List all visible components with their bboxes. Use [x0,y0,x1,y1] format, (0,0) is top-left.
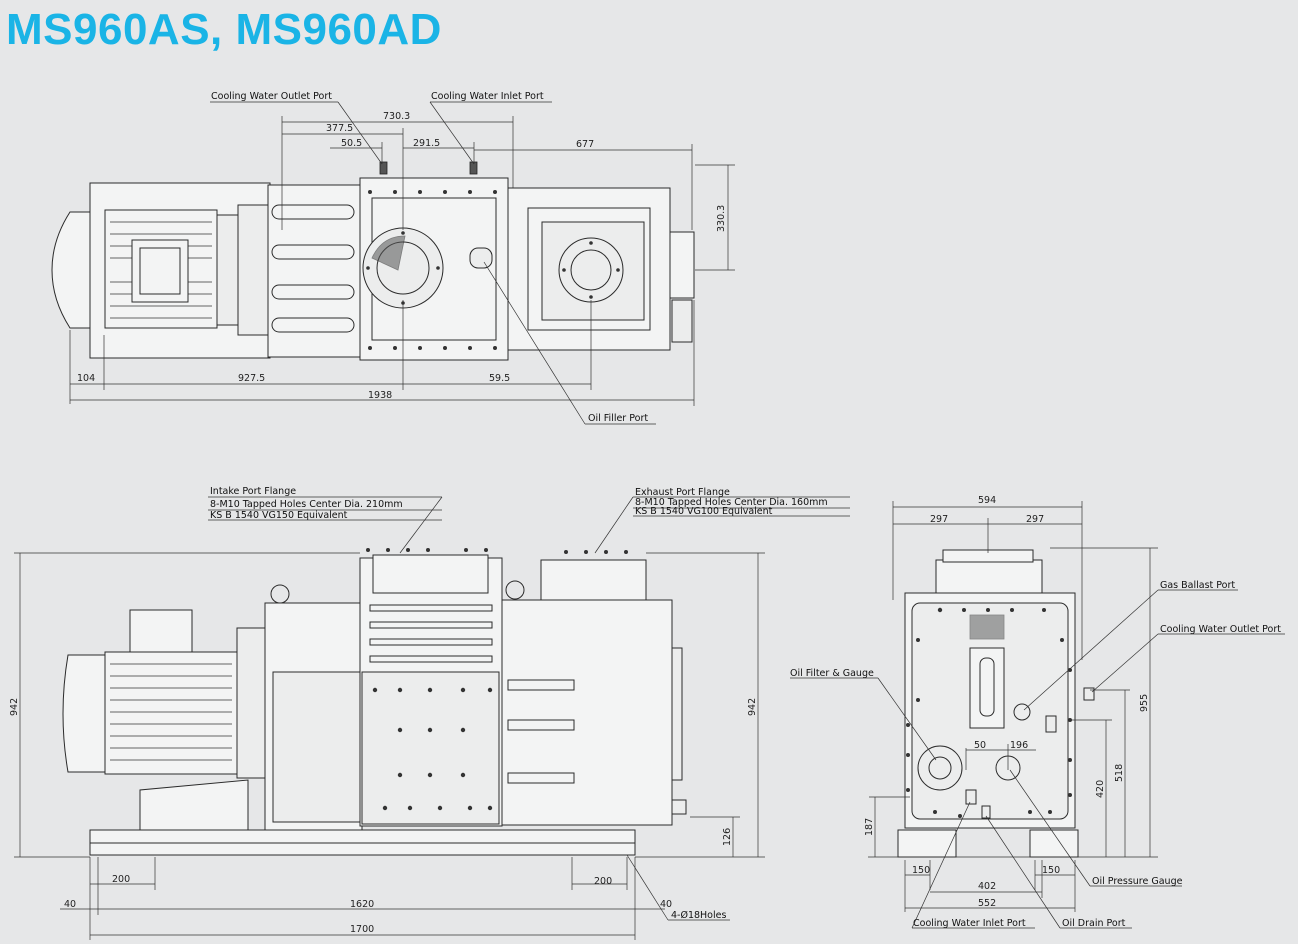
side-view: Intake Port Flange 8-M10 Tapped Holes Ce… [9,486,850,940]
side-label-holes: 4-Ø18Holes [671,910,726,921]
end-view: Gas Ballast Port Cooling Water Outlet Po… [790,495,1285,929]
end-oil-filter [917,745,963,791]
dim-196: 196 [1010,740,1028,751]
dim-187: 187 [864,818,875,836]
top-label-oil-filler: Oil Filler Port [588,413,648,424]
dim-50: 50.5 [341,138,362,149]
dim-150-right: 150 [1042,865,1060,876]
end-label-oil-pressure: Oil Pressure Gauge [1092,876,1183,887]
side-terminal-box [129,609,193,653]
dim-942-left: 942 [9,698,20,716]
top-cooling-jacket [267,184,364,358]
dim-927: 927.5 [238,373,265,384]
dim-297-right: 297 [1026,514,1044,525]
end-foot-right [1029,829,1079,858]
page-title: MS960AS, MS960AD [6,5,442,54]
dim-50-end: 50 [974,740,986,751]
side-motor-fan-cover [62,654,109,773]
dim-730: 730.3 [383,111,410,122]
side-label-exhaust-3: KS B 1540 VG100 Equivalent [635,506,773,517]
dim-40-left: 40 [64,899,76,910]
top-exhaust-flange [558,237,624,303]
end-label-oil-drain: Oil Drain Port [1062,918,1126,929]
dim-200-right: 200 [594,876,612,887]
top-view: Cooling Water Outlet Port Cooling Water … [51,91,735,425]
dim-518: 518 [1114,764,1125,782]
end-label-cooling-inlet: Cooling Water Inlet Port [913,918,1026,929]
dim-955: 955 [1139,694,1150,712]
dim-677: 677 [576,139,594,150]
dim-291: 291.5 [413,138,440,149]
end-foot-left [897,829,957,858]
side-label-intake-3: KS B 1540 VG150 Equivalent [210,510,348,521]
side-label-exhaust-1: Exhaust Port Flange [635,487,730,498]
dim-104: 104 [77,373,95,384]
dim-40-right: 40 [660,899,672,910]
side-label-intake-2: 8-M10 Tapped Holes Center Dia. 210mm [210,499,403,510]
top-label-cooling-inlet: Cooling Water Inlet Port [431,91,544,102]
dim-297-left: 297 [930,514,948,525]
dim-594: 594 [978,495,996,506]
side-side-cover [272,671,364,823]
side-label-exhaust-2: 8-M10 Tapped Holes Center Dia. 160mm [635,497,828,508]
dim-942-right: 942 [747,698,758,716]
dim-377: 377.5 [326,123,353,134]
side-motor-body [104,651,238,775]
end-label-gas-ballast: Gas Ballast Port [1160,580,1235,591]
dim-1938: 1938 [368,390,392,401]
dim-1700: 1700 [350,924,374,935]
top-label-cooling-outlet: Cooling Water Outlet Port [211,91,332,102]
dim-59: 59.5 [489,373,510,384]
dim-126: 126 [722,828,733,846]
side-label-intake-1: Intake Port Flange [210,486,296,497]
end-label-cooling-outlet: Cooling Water Outlet Port [1160,624,1281,635]
dim-420: 420 [1095,780,1106,798]
dim-200-left: 200 [112,874,130,885]
dim-150-left: 150 [912,865,930,876]
dim-330: 330.3 [716,205,727,232]
dim-1620: 1620 [350,899,374,910]
end-label-oil-filter: Oil Filter & Gauge [790,668,874,679]
top-terminal-box [131,239,189,303]
side-pump-stage-2 [501,599,673,826]
dim-402: 402 [978,881,996,892]
dim-552: 552 [978,898,996,909]
